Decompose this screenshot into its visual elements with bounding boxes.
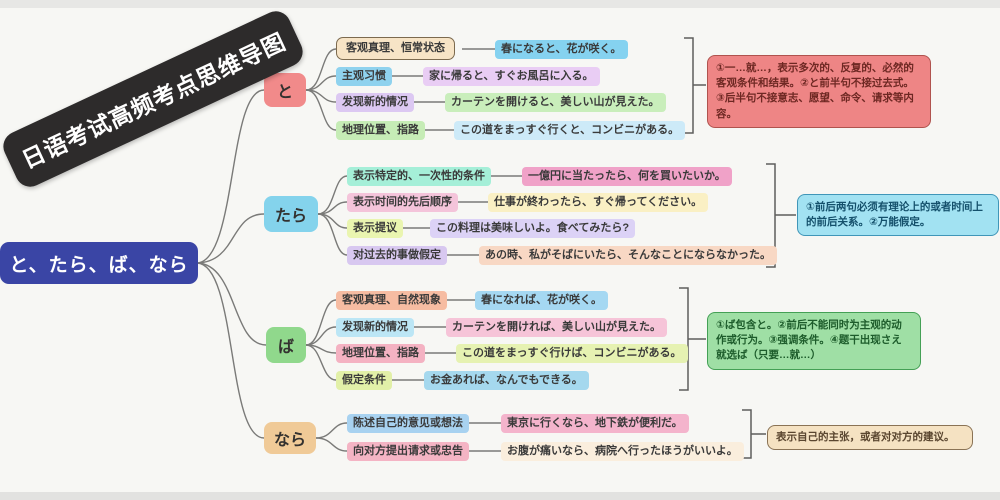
topic-box[interactable]: 对过去的事做假定 xyxy=(347,246,447,266)
top-border-strip xyxy=(0,0,1000,8)
topic-box[interactable]: 主观习惯 xyxy=(336,67,392,87)
example-box[interactable]: カーテンを開けると、美しい山が見えた。 xyxy=(445,93,666,113)
topic-box[interactable]: 地理位置、指路 xyxy=(336,344,425,364)
example-box[interactable]: 春になると、花が咲く。 xyxy=(495,40,628,60)
example-box[interactable]: この料理は美味しいよ。食べてみたら? xyxy=(430,219,636,239)
bottom-border-strip xyxy=(0,492,1000,500)
branch-note[interactable]: 表示自己的主张，或者对对方的建议。 xyxy=(767,425,973,451)
topic-box[interactable]: 地理位置、指路 xyxy=(336,121,425,141)
example-box[interactable]: 一億円に当たったら、何を買いたいか。 xyxy=(522,167,732,187)
example-box[interactable]: この道をまっすぐ行けば、コンビニがある。 xyxy=(456,344,688,364)
example-box[interactable]: お腹が痛いなら、病院へ行ったほうがいいよ。 xyxy=(501,442,744,462)
topic-box[interactable]: 表示提议 xyxy=(347,219,403,239)
branch-node-nara[interactable]: なら xyxy=(264,422,316,454)
branch-node-tara[interactable]: たら xyxy=(264,196,318,232)
topic-box[interactable]: 客观真理、恒常状态 xyxy=(336,37,455,61)
branch-note[interactable]: ①ば包含と。②前后不能同时为主观的动作或行为。③强调条件。④题干出现さえ就选ば（… xyxy=(707,312,921,370)
topic-box[interactable]: 表示特定的、一次性的条件 xyxy=(347,167,491,187)
branch-node-to[interactable]: と xyxy=(264,73,306,107)
topic-box[interactable]: 发现新的情况 xyxy=(336,93,414,113)
example-box[interactable]: お金あれば、なんでもできる。 xyxy=(424,371,589,391)
branch-node-ba[interactable]: ば xyxy=(266,327,306,363)
branch-note[interactable]: ①一…就…，表示多次的、反复的、必然的客观条件和结果。②と前半句不接过去式。③后… xyxy=(707,55,931,128)
topic-box[interactable]: 表示时间的先后顺序 xyxy=(347,193,458,213)
example-box[interactable]: カーテンを開ければ、美しい山が見えた。 xyxy=(446,318,667,338)
topic-box[interactable]: 假定条件 xyxy=(336,371,392,391)
example-box[interactable]: この道をまっすぐ行くと、コンビニがある。 xyxy=(454,121,686,141)
topic-box[interactable]: 向对方提出请求或忠告 xyxy=(347,442,469,462)
example-box[interactable]: 仕事が終わったら、すぐ帰ってください。 xyxy=(488,193,709,213)
topic-box[interactable]: 陈述自己的意见或想法 xyxy=(347,414,469,434)
topic-box[interactable]: 客观真理、自然现象 xyxy=(336,291,447,311)
branch-note[interactable]: ①前后两句必须有理论上的或者时间上的前后关系。②万能假定。 xyxy=(797,194,999,237)
example-box[interactable]: あの時、私がそばにいたら、そんなことにならなかった。 xyxy=(479,246,777,266)
central-topic-node[interactable]: と、たら、ば、なら xyxy=(0,242,198,284)
topic-box[interactable]: 发现新的情况 xyxy=(336,318,414,338)
example-box[interactable]: 家に帰ると、すぐお風呂に入る。 xyxy=(423,67,600,87)
example-box[interactable]: 東京に行くなら、地下鉄が便利だ。 xyxy=(501,414,689,434)
example-box[interactable]: 春になれば、花が咲く。 xyxy=(475,291,608,311)
